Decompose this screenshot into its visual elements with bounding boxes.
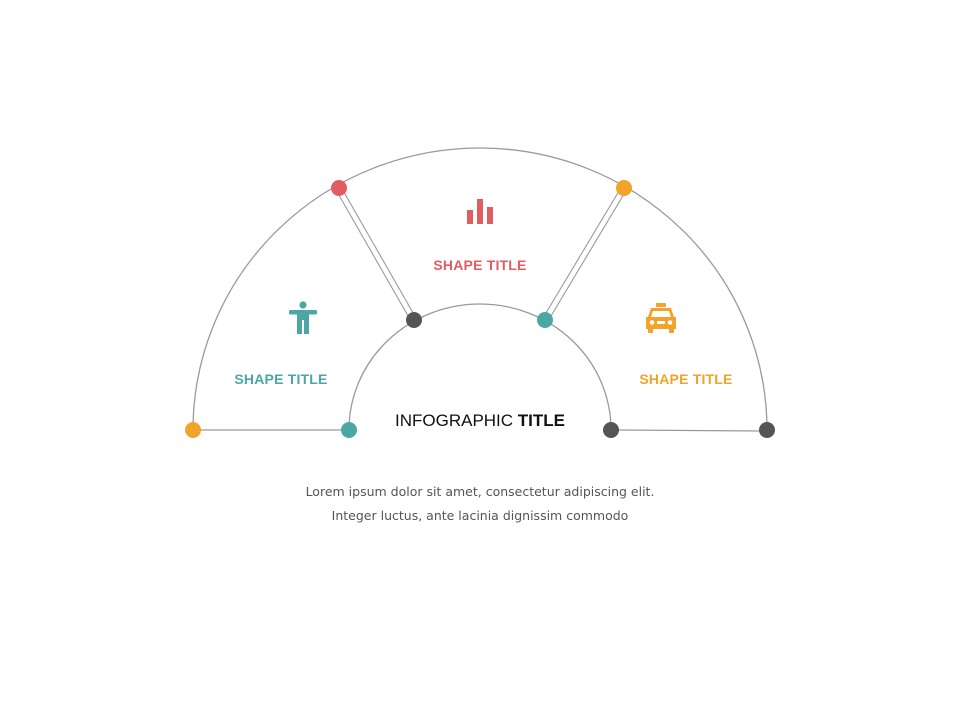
node-mid-left <box>406 312 422 328</box>
caption-line-2: Integer luctus, ante lacinia dignissim c… <box>331 508 629 523</box>
title-normal: INFOGRAPHIC <box>394 411 514 430</box>
node-outer-right <box>759 422 775 438</box>
inner-arc <box>348 303 612 431</box>
taxi-icon <box>646 303 676 333</box>
caption-line-1: Lorem ipsum dolor sit amet, consectetur … <box>305 484 655 499</box>
bar-chart-icon <box>467 199 493 224</box>
node-outer-left <box>185 422 201 438</box>
caption: Lorem ipsum dolor sit amet, consectetur … <box>270 480 690 528</box>
connector-left <box>335 186 417 322</box>
infographic-title: INFOGRAPHIC TITLE <box>395 411 565 431</box>
node-inner-right <box>603 422 619 438</box>
outer-arc <box>192 147 768 431</box>
segment-label-right: SHAPE TITLE <box>639 371 733 387</box>
segment-label-top: SHAPE TITLE <box>433 257 527 273</box>
title-bold: TITLE <box>517 411 566 430</box>
node-mid-right <box>537 312 553 328</box>
node-inner-left <box>341 422 357 438</box>
segment-label-left: SHAPE TITLE <box>234 371 328 387</box>
node-upper-right <box>616 180 632 196</box>
connector-right <box>542 185 628 322</box>
node-upper-left <box>331 180 347 196</box>
base-line-right <box>610 429 768 432</box>
person-icon <box>289 301 317 334</box>
